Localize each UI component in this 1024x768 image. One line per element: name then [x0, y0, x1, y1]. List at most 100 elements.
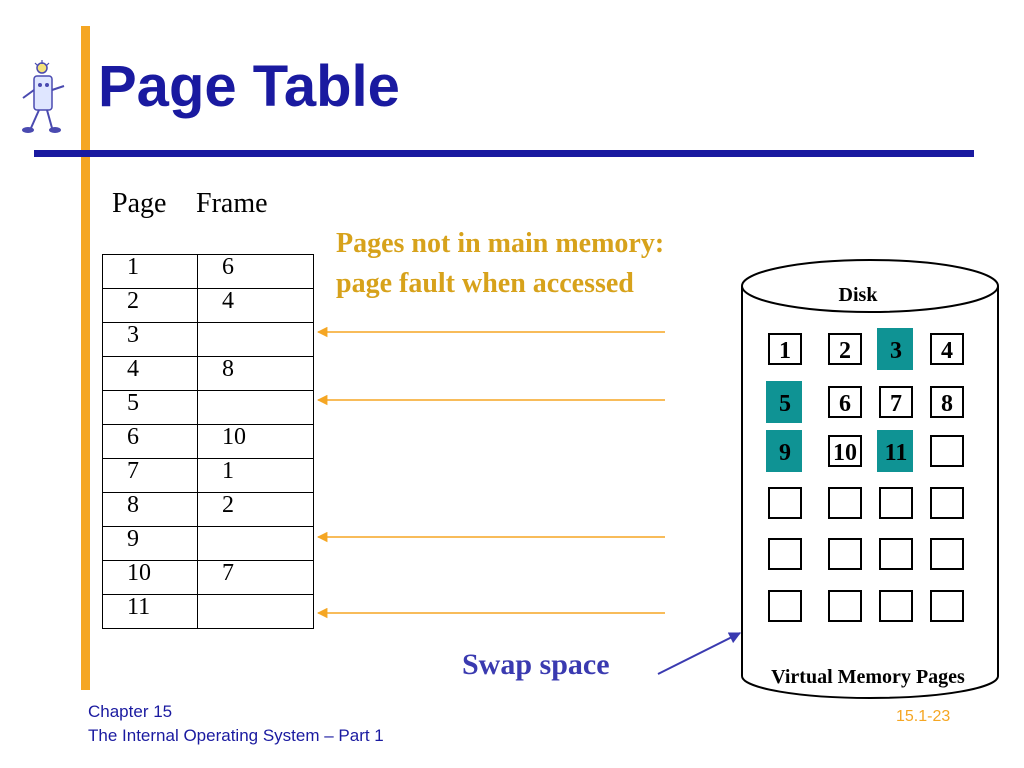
disk-page-empty [879, 590, 913, 622]
disk-page-empty [828, 487, 862, 519]
slide-number: 15.1-23 [896, 708, 951, 725]
frame-number-cell [197, 594, 314, 629]
disk-page-11: 11 [877, 430, 913, 472]
table-row: 5 [102, 390, 314, 425]
frame-column-header: Frame [196, 188, 268, 219]
disk-page-label: 7 [890, 391, 902, 417]
disk-page-label: 1 [779, 338, 791, 364]
disk-page-highlight [766, 381, 802, 423]
disk-page-box [930, 590, 964, 622]
vertical-accent-bar [81, 26, 90, 690]
disk-page-box [879, 538, 913, 570]
disk-page-label: 8 [941, 391, 953, 417]
disk-page-empty [768, 487, 802, 519]
slide-title: Page Table [98, 54, 400, 119]
virtual-memory-pages-label: Virtual Memory Pages [771, 666, 965, 688]
disk-page-box [828, 538, 862, 570]
footer-chapter: Chapter 15 [88, 702, 173, 721]
page-fault-note: Pages not in main memory: page fault whe… [336, 224, 664, 304]
disk-page-highlight [877, 430, 913, 472]
disk-page-box [768, 333, 802, 365]
disk-page-box [879, 590, 913, 622]
disk-page-box [768, 487, 802, 519]
disk-page-empty [879, 487, 913, 519]
disk-page-box [930, 333, 964, 365]
swap-space-arrow [657, 632, 742, 675]
disk-page-box [768, 538, 802, 570]
disk-page-box [930, 538, 964, 570]
disk-page-box [828, 590, 862, 622]
frame-number-cell: 2 [197, 492, 314, 527]
footer-subtitle: The Internal Operating System – Part 1 [88, 726, 384, 745]
disk-page-grid: 1 2 3 4 5 6 7 8 9 10 11 [766, 328, 964, 622]
disk-page-box [879, 487, 913, 519]
frame-number-cell [197, 390, 314, 425]
disk-page-empty [879, 538, 913, 570]
disk-page-label: 3 [890, 338, 902, 364]
page-number-cell: 5 [102, 390, 198, 425]
disk-page-7: 7 [879, 386, 913, 418]
table-row: 11 [102, 594, 314, 629]
frame-number-cell: 10 [197, 424, 314, 459]
disk-page-1: 1 [768, 333, 802, 365]
page-number-cell: 2 [102, 288, 198, 323]
disk-page-highlight [766, 430, 802, 472]
disk-cylinder [741, 259, 999, 699]
disk-page-label: 4 [941, 338, 953, 364]
disk-page-box [828, 386, 862, 418]
disk-page-empty [930, 590, 964, 622]
mascot-icon [22, 60, 65, 133]
disk-page-label: 10 [833, 440, 857, 466]
title-underline-bar [34, 150, 974, 157]
page-number-cell: 3 [102, 322, 198, 357]
disk-page-empty [930, 538, 964, 570]
frame-number-cell: 6 [197, 254, 314, 289]
swap-space-label: Swap space [462, 648, 610, 681]
disk-page-label: 11 [885, 440, 908, 466]
disk-page-box [768, 590, 802, 622]
disk-page-box [930, 487, 964, 519]
disk-page-2: 2 [828, 333, 862, 365]
disk-page-box [930, 435, 964, 467]
page-fault-note-line-2: page fault when accessed [336, 268, 634, 299]
disk-page-8: 8 [930, 386, 964, 418]
disk-body [741, 286, 999, 699]
frame-number-cell: 8 [197, 356, 314, 391]
disk-page-empty [930, 487, 964, 519]
disk-page-box [828, 333, 862, 365]
disk-page-empty [768, 538, 802, 570]
disk-page-highlight [877, 328, 913, 370]
disk-page-box [828, 435, 862, 467]
disk-label: Disk [839, 284, 879, 306]
disk-page-5: 5 [766, 381, 802, 423]
page-number-cell: 11 [102, 594, 198, 629]
disk-page-6: 6 [828, 386, 862, 418]
disk-page-10: 10 [828, 435, 862, 467]
disk-top [741, 259, 999, 313]
page-number-cell: 10 [102, 560, 198, 595]
disk-page-9: 9 [766, 430, 802, 472]
frame-number-cell [197, 526, 314, 561]
disk-page-4: 4 [930, 333, 964, 365]
disk-page-label: 6 [839, 391, 851, 417]
disk-page-empty [828, 538, 862, 570]
disk-page-label: 9 [779, 440, 791, 466]
page-number-cell: 9 [102, 526, 198, 561]
disk-page-empty [930, 435, 964, 467]
disk-page-3: 3 [877, 328, 913, 370]
disk-page-empty [828, 590, 862, 622]
disk-page-label: 5 [779, 391, 791, 417]
footer: Chapter 15 The Internal Operating System… [88, 700, 384, 748]
table-row: 9 [102, 526, 314, 561]
disk-page-box [930, 386, 964, 418]
page-number-cell: 6 [102, 424, 198, 459]
page-fault-note-line-1: Pages not in main memory: [336, 228, 665, 259]
disk-page-label: 2 [839, 338, 851, 364]
